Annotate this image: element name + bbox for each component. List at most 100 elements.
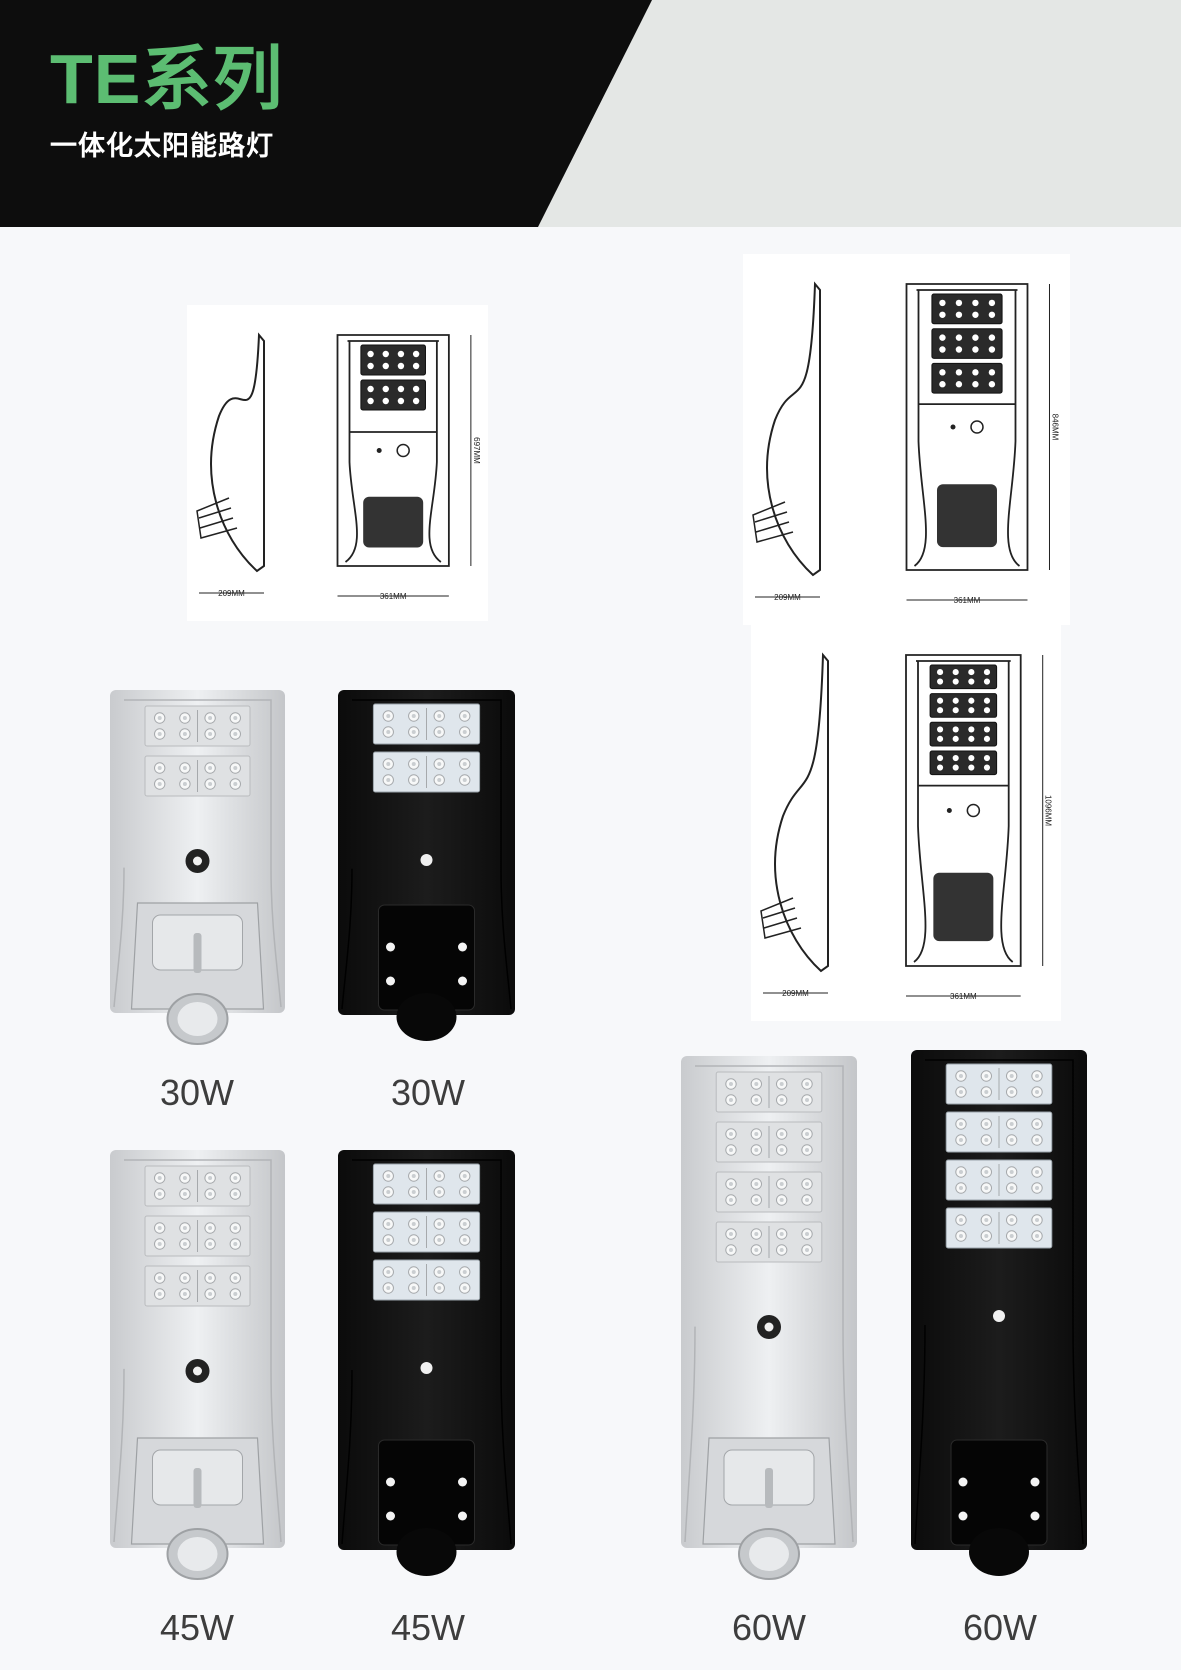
mount-screw <box>458 942 467 952</box>
pole-tube <box>969 1528 1029 1576</box>
drawing-led-chip <box>972 334 979 341</box>
width-dimension-label: 361MM <box>380 592 407 601</box>
series-title: TE系列 <box>50 40 284 118</box>
drawing-led-chip <box>397 385 405 393</box>
mount-screw <box>958 1477 968 1487</box>
led-chip-lens <box>437 1270 442 1274</box>
drawing-led-chip <box>936 678 944 685</box>
led-chip-lens <box>984 1186 989 1190</box>
led-chip-lens <box>182 1242 187 1246</box>
product-image-silver-60w <box>681 1056 857 1580</box>
pole-tube <box>396 993 457 1041</box>
mount-screw <box>958 1511 968 1521</box>
drawing-led-chip <box>952 735 959 742</box>
product-caption: 45W <box>390 1607 466 1648</box>
drawing-led-chip <box>412 350 420 358</box>
drawing-led-chip <box>988 346 996 353</box>
bracket-bolt <box>193 933 202 973</box>
pole-tube-opening <box>749 1537 789 1571</box>
drawing-led-chip <box>367 385 374 393</box>
led-chip-lens <box>386 730 391 734</box>
drawing-led-module <box>931 328 1003 359</box>
led-chip-lens <box>411 1174 416 1178</box>
drawing-led-chip <box>968 697 975 704</box>
led-chip-lens <box>182 716 187 720</box>
led-chip-lens <box>462 730 467 734</box>
product-image-black-60w <box>911 1050 1087 1580</box>
drawing-led-chip <box>952 726 959 733</box>
drawing-led-chip <box>412 397 420 405</box>
led-chip-lens <box>182 782 187 786</box>
led-chip-lens <box>1035 1218 1040 1222</box>
drawing-side-view: 209MM <box>760 652 829 998</box>
mount-screw <box>386 942 395 952</box>
led-chip-lens <box>754 1182 759 1186</box>
led-chip-lens <box>386 1286 391 1290</box>
drawing-led-chip <box>955 381 963 388</box>
led-chip-lens <box>958 1138 963 1142</box>
led-chip-lens <box>805 1148 810 1152</box>
drawing-led-chip <box>397 362 405 370</box>
led-chip-lens <box>728 1132 733 1136</box>
led-chip-lens <box>233 1226 238 1230</box>
led-chip-lens <box>386 1174 391 1178</box>
led-chip-lens <box>411 1270 416 1274</box>
mount-screw <box>458 976 467 986</box>
drawing-led-chip <box>367 362 374 370</box>
drawing-led-chip <box>936 707 944 714</box>
led-chip-lens <box>437 730 442 734</box>
product-caption: 30W <box>159 1072 235 1113</box>
led-chip-lens <box>728 1098 733 1102</box>
drawing-led-chip <box>382 397 389 405</box>
led-chip-lens <box>1009 1122 1014 1126</box>
drawing-led-chip <box>367 350 374 358</box>
led-chip-lens <box>779 1248 784 1252</box>
led-chip-lens <box>984 1170 989 1174</box>
led-chip-lens <box>208 782 213 786</box>
led-chip-lens <box>462 1222 467 1226</box>
led-chip-lens <box>779 1198 784 1202</box>
header-banner: TE系列 一体化太阳能路灯 <box>0 0 1181 227</box>
led-chip-lens <box>779 1232 784 1236</box>
led-chip-lens <box>462 1286 467 1290</box>
drawing-led-chip <box>983 697 991 704</box>
led-chip-lens <box>233 716 238 720</box>
drawing-45w: 209MM 361MM 846MM <box>743 254 1070 625</box>
drawing-led-chip <box>983 669 991 676</box>
drawing-led-chip <box>988 334 996 341</box>
drawing-front-view: 361MM 1096MM <box>905 654 1053 1001</box>
header-black-band <box>0 0 652 227</box>
led-chip-lens <box>462 1190 467 1194</box>
led-chip-lens <box>984 1218 989 1222</box>
drawing-led-chip <box>952 678 959 685</box>
drawing-side-view: 209MM <box>752 281 821 602</box>
drawing-led-chip <box>983 764 991 771</box>
drawing-led-chip <box>412 362 420 370</box>
width-dimension-label: 361MM <box>954 596 981 605</box>
led-chip-lens <box>779 1182 784 1186</box>
led-chip-lens <box>208 1192 213 1196</box>
led-chip-lens <box>805 1182 810 1186</box>
led-chip-lens <box>411 730 416 734</box>
led-chip-lens <box>386 762 391 766</box>
led-chip-lens <box>386 1270 391 1274</box>
led-chip-lens <box>1035 1234 1040 1238</box>
lamp-contour <box>113 699 282 1008</box>
drawing-led-chip <box>397 397 405 405</box>
led-chip-lens <box>208 1242 213 1246</box>
led-chip-lens <box>1035 1170 1040 1174</box>
led-chip-lens <box>754 1132 759 1136</box>
led-chip-lens <box>958 1186 963 1190</box>
drawing-led-chip <box>936 735 944 742</box>
led-chip-lens <box>958 1122 963 1126</box>
led-chip-lens <box>437 1222 442 1226</box>
led-chip-lens <box>462 1270 467 1274</box>
pir-sensor <box>993 1310 1005 1322</box>
drawing-led-chip <box>952 669 959 676</box>
drawing-led-chip <box>972 381 979 388</box>
led-chip-lens <box>182 766 187 770</box>
led-chip-lens <box>958 1090 963 1094</box>
led-chip-lens <box>754 1248 759 1252</box>
series-subtitle: 一体化太阳能路灯 <box>50 131 274 161</box>
led-chip-lens <box>462 762 467 766</box>
